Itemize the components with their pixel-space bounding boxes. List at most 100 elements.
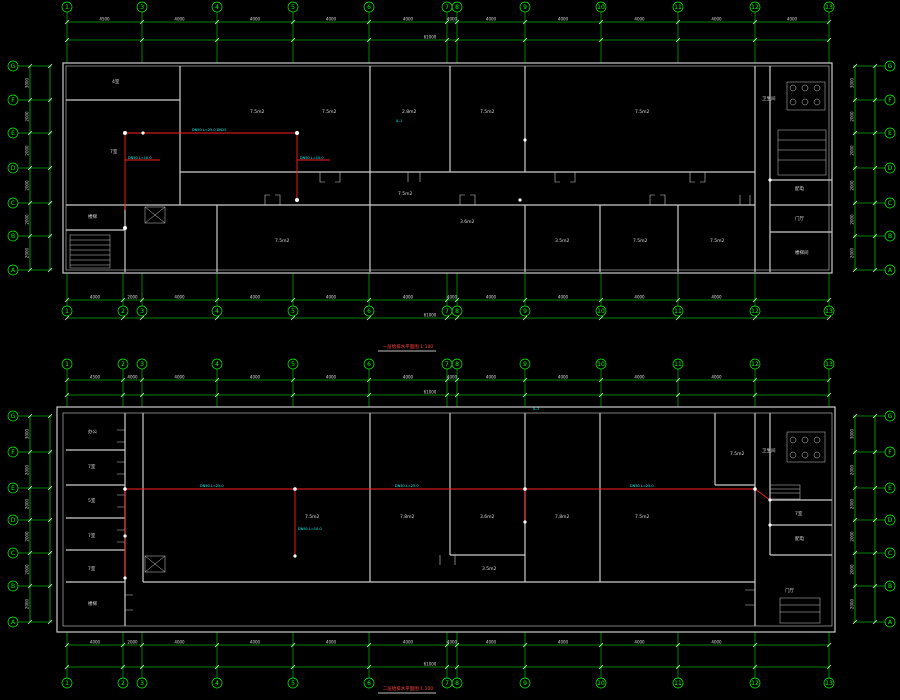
grid-bubble-13: 13: [823, 677, 835, 689]
grid-bubble-G: G: [884, 60, 896, 72]
dimension-text: 4000: [447, 295, 458, 300]
room-label: 4室: [112, 78, 120, 85]
row-dimension-text: 2000: [25, 564, 30, 575]
dimension-text: 4000: [174, 295, 185, 300]
grid-bubble-11: 11: [672, 1, 684, 13]
lower-room-labels: 办公 7室 5室 7室 7室 7.5m2 7.8m2 3.6m2 7.8m2 3…: [88, 428, 804, 607]
svg-text:10: 10: [597, 4, 605, 11]
lower-walls: [56, 406, 836, 633]
grid-bubble-1: 1: [61, 305, 73, 317]
lower-stairs: [144, 484, 821, 624]
room-label: 7室: [88, 463, 96, 470]
room-label: 卫生间: [762, 95, 776, 102]
grid-bubble-9: 9: [519, 1, 531, 13]
grid-bubble-11: 11: [672, 677, 684, 689]
room-label: 楼梯: [88, 600, 97, 607]
grid-bubble-4: 4: [211, 1, 223, 13]
grid-bubble-13: 13: [823, 305, 835, 317]
row-dimension-text: 2000: [850, 247, 855, 258]
dimension-text: 4000: [127, 375, 138, 380]
dimension-text: 4000: [250, 375, 261, 380]
svg-text:9: 9: [523, 680, 527, 687]
svg-text:13: 13: [825, 361, 833, 368]
grid-bubble-1: 1: [61, 358, 73, 370]
svg-text:1: 1: [65, 680, 69, 687]
dimension-text: 4000: [558, 375, 569, 380]
grid-bubble-7: 7: [441, 305, 453, 317]
svg-text:D: D: [888, 165, 893, 172]
svg-text:12: 12: [751, 361, 759, 368]
grid-bubble-12: 12: [749, 358, 761, 370]
dimension-text: 4500: [99, 17, 110, 22]
dimension-text: 4000: [447, 640, 458, 645]
row-dimension-text: 2000: [25, 214, 30, 225]
grid-bubble-9: 9: [519, 305, 531, 317]
svg-text:3: 3: [140, 680, 144, 687]
svg-text:5: 5: [291, 308, 295, 315]
room-label: 7.5m2: [710, 238, 725, 244]
svg-text:4: 4: [215, 361, 219, 368]
svg-text:8: 8: [455, 680, 459, 687]
dimension-text: 4000: [250, 640, 261, 645]
dimension-text: 4000: [326, 640, 337, 645]
room-label: 7.5m2: [322, 109, 337, 115]
room-label: 3.6m2: [480, 514, 495, 520]
svg-text:7: 7: [445, 4, 449, 11]
dimension-text: 4000: [634, 640, 645, 645]
grid-bubble-10: 10: [595, 1, 607, 13]
dimension-text: 4000: [634, 295, 645, 300]
grid-bubble-D: D: [7, 514, 19, 526]
row-dimension-text: 2000: [25, 498, 30, 509]
row-dimension-text: 2000: [25, 247, 30, 258]
dimension-text: 4000: [711, 295, 722, 300]
room-label: 7.8m2: [400, 514, 415, 520]
pipe-label: DN50 L=25.0: [395, 484, 419, 488]
room-label: 7.5m2: [635, 109, 650, 115]
grid-bubble-G: G: [7, 410, 19, 422]
row-dimension-text: 2000: [850, 598, 855, 609]
grid-bubble-F: F: [884, 94, 896, 106]
svg-text:11: 11: [674, 4, 682, 11]
pipe-label: DN50 L=10.0: [128, 156, 152, 160]
pipe-label: DN50 L=25.0: [200, 484, 224, 488]
svg-text:G: G: [888, 413, 893, 420]
grid-bubble-10: 10: [595, 677, 607, 689]
dimension-text: 4000: [403, 295, 414, 300]
svg-text:3: 3: [140, 308, 144, 315]
dimension-text: 4000: [174, 640, 185, 645]
svg-text:6: 6: [367, 361, 371, 368]
grid-bubble-B: B: [7, 230, 19, 242]
room-label: 7.5m2: [480, 109, 495, 115]
room-label: 卫生间: [762, 447, 776, 454]
grid-bubble-A: A: [7, 616, 19, 628]
svg-text:8: 8: [455, 361, 459, 368]
grid-bubble-3: 3: [136, 358, 148, 370]
dimension-text: 4000: [634, 17, 645, 22]
room-label: 7.5m2: [730, 451, 745, 457]
room-label: 7.5m2: [398, 191, 413, 197]
svg-text:7: 7: [445, 361, 449, 368]
grid-bubble-C: C: [7, 197, 19, 209]
svg-text:3: 3: [140, 361, 144, 368]
grid-bubble-3: 3: [136, 677, 148, 689]
room-label: 配电: [795, 535, 804, 542]
grid-bubble-1: 1: [61, 1, 73, 13]
grid-bubble-C: C: [884, 197, 896, 209]
room-label: 5室: [88, 497, 96, 504]
svg-text:9: 9: [523, 4, 527, 11]
svg-text:A: A: [11, 267, 16, 274]
svg-text:F: F: [11, 449, 15, 456]
pipe-label: JL-2: [532, 407, 539, 411]
svg-text:11: 11: [674, 361, 682, 368]
pipe-label: JL-1: [395, 119, 402, 123]
grid-bubble-D: D: [7, 162, 19, 174]
row-dimension-text: 2000: [25, 598, 30, 609]
svg-text:E: E: [11, 485, 15, 492]
dimension-text: 4000: [634, 375, 645, 380]
svg-text:11: 11: [674, 308, 682, 315]
grid-bubble-9: 9: [519, 677, 531, 689]
